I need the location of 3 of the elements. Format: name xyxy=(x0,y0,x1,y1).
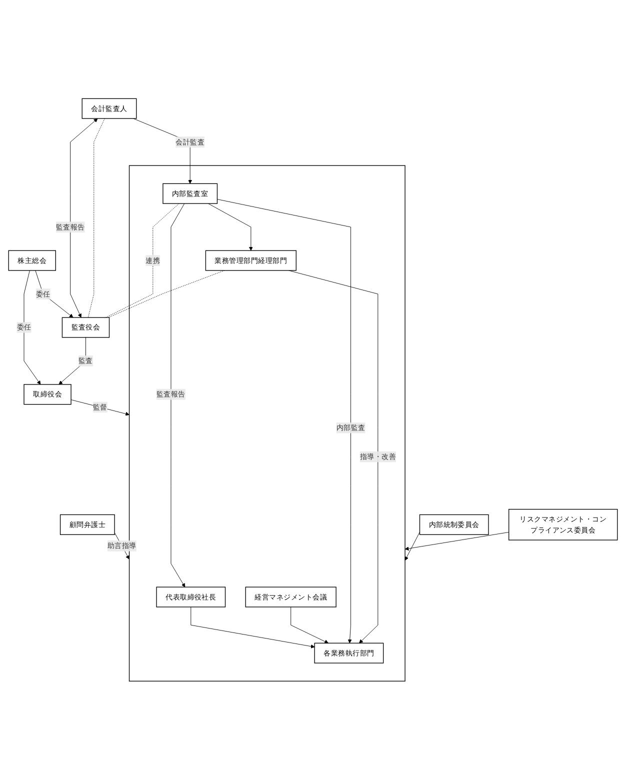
connector xyxy=(88,118,105,318)
cluster xyxy=(128,165,406,682)
connector xyxy=(105,203,180,318)
